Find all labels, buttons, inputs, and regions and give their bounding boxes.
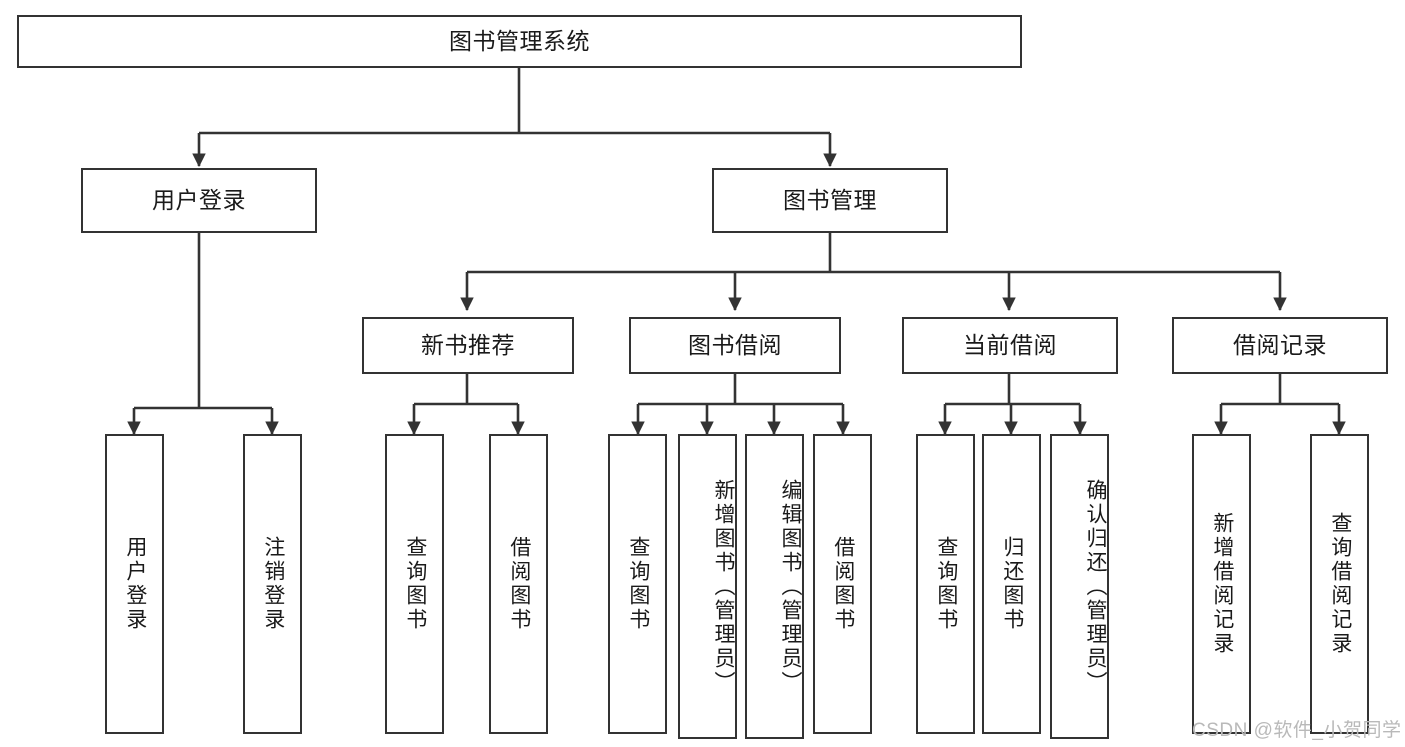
node-book-management-label: 图书管理 [783,186,877,213]
leaf-query-book-borrow-label: 查询图书 [626,536,650,632]
node-new-book-recommend[interactable]: 新书推荐 [362,317,574,374]
node-borrow-records-label: 借阅记录 [1233,331,1327,358]
leaf-borrow-book-newbook[interactable]: 借阅图书 [489,434,548,734]
node-book-borrow[interactable]: 图书借阅 [629,317,841,374]
leaf-borrow-book-borrow[interactable]: 借阅图书 [813,434,872,734]
node-current-borrow[interactable]: 当前借阅 [902,317,1118,374]
node-current-borrow-label: 当前借阅 [963,331,1057,358]
leaf-query-borrow-record[interactable]: 查询借阅记录 [1310,434,1369,734]
leaf-query-book-newbook[interactable]: 查询图书 [385,434,444,734]
leaf-add-borrow-record-label: 新增借阅记录 [1210,512,1234,656]
leaf-query-book-newbook-label: 查询图书 [403,536,427,632]
leaf-query-book-current[interactable]: 查询图书 [916,434,975,734]
leaf-add-borrow-record[interactable]: 新增借阅记录 [1192,434,1251,734]
node-book-borrow-label: 图书借阅 [688,331,782,358]
leaf-add-book[interactable]: 新增图书（管理员） [678,434,737,739]
leaf-return-book[interactable]: 归还图书 [982,434,1041,734]
leaf-query-borrow-record-label: 查询借阅记录 [1328,512,1352,656]
leaf-edit-book[interactable]: 编辑图书（管理员） [745,434,804,739]
node-user-login-label: 用户登录 [152,186,246,213]
node-new-book-recommend-label: 新书推荐 [421,331,515,358]
node-user-login[interactable]: 用户登录 [81,168,317,233]
leaf-user-login-label: 用户登录 [123,536,147,632]
node-book-management[interactable]: 图书管理 [712,168,948,233]
node-root[interactable]: 图书管理系统 [17,15,1022,68]
leaf-borrow-book-newbook-label: 借阅图书 [507,536,531,632]
leaf-add-book-label: 新增图书（管理员） [712,478,735,695]
leaf-confirm-return-label: 确认归还（管理员） [1084,478,1107,695]
leaf-confirm-return[interactable]: 确认归还（管理员） [1050,434,1109,739]
leaf-query-book-borrow[interactable]: 查询图书 [608,434,667,734]
watermark-text: CSDN @软件_小贺同学 [1192,720,1402,741]
leaf-user-logout[interactable]: 注销登录 [243,434,302,734]
leaf-query-book-current-label: 查询图书 [934,536,958,632]
node-root-label: 图书管理系统 [449,27,590,54]
leaf-borrow-book-borrow-label: 借阅图书 [831,536,855,632]
node-borrow-records[interactable]: 借阅记录 [1172,317,1388,374]
leaf-return-book-label: 归还图书 [1000,536,1024,632]
leaf-user-logout-label: 注销登录 [261,536,285,632]
leaf-user-login[interactable]: 用户登录 [105,434,164,734]
leaf-edit-book-label: 编辑图书（管理员） [779,478,802,695]
